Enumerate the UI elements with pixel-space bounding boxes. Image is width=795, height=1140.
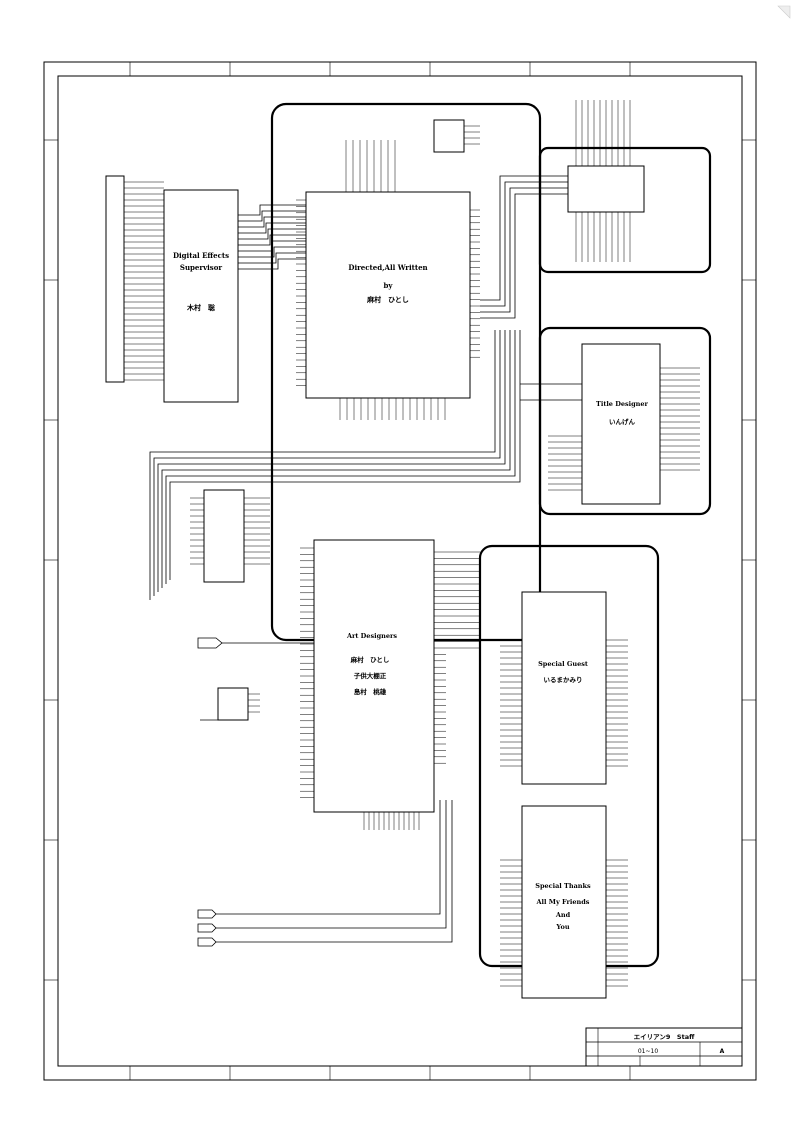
art-designers-credit: Art Designers 麻村 ひとし 子供大棚正 島村 桃雄 [346,632,397,696]
chip-special-guest [521,591,607,785]
outer-frame [43,61,757,1081]
connector-left [105,175,125,383]
digital-effects-name: 木村 聡 [186,303,215,312]
special-guest-credit: Special Guest いるまかみり [538,660,588,684]
special-thanks-line3: And [555,911,571,919]
directed-title: Directed,All Written [348,263,427,272]
frame-ticks [44,62,756,1080]
chip-bottom-left-small [217,687,249,721]
supervisor-title: Supervisor [180,263,223,272]
chip-title-designer [581,343,661,505]
art-designer-1: 麻村 ひとし [350,655,390,664]
title-block-title: エイリアン9 Staff [634,1033,695,1041]
title-block-number: 01~10 [638,1048,658,1055]
special-guest-name: いるまかみり [544,675,583,684]
title-designer-group-outline [538,326,712,516]
directed-credit: Directed,All Written by 麻村 ひとし [348,263,427,304]
title-designer-name: いんげん [609,417,636,426]
top-right-group-outline [538,146,712,274]
title-block: エイリアン9 Staff 01~10 A [585,1027,743,1067]
wiring [149,175,582,943]
title-designer-credit: Title Designer いんげん [596,400,648,426]
special-thanks-line2: All My Friends [536,898,590,906]
chip-digital-effects [163,189,239,403]
title-block-revision: A [720,1048,725,1055]
directed-name: 麻村 ひとし [366,295,409,304]
title-designer-title: Title Designer [596,400,648,408]
art-designer-3: 島村 桃雄 [354,687,387,696]
chip-top-right [567,165,645,213]
page-corner [777,5,791,19]
digital-effects-title: Digital Effects [173,251,229,260]
special-thanks-line4: You [555,923,569,931]
special-thanks-title: Special Thanks [535,882,591,890]
connector-tags [197,637,223,947]
chip-mid-left [203,489,245,583]
special-guest-title: Special Guest [538,660,588,668]
art-designers-title: Art Designers [346,632,397,640]
art-designer-2: 子供大棚正 [354,671,387,680]
special-thanks-credit: Special Thanks All My Friends And You [535,882,591,931]
pin-stubs [124,100,700,987]
chip-top-small [433,119,465,153]
digital-effects-credit: Digital Effects Supervisor 木村 聡 [173,251,229,312]
directed-by: by [384,281,394,290]
inner-frame [57,75,743,1067]
